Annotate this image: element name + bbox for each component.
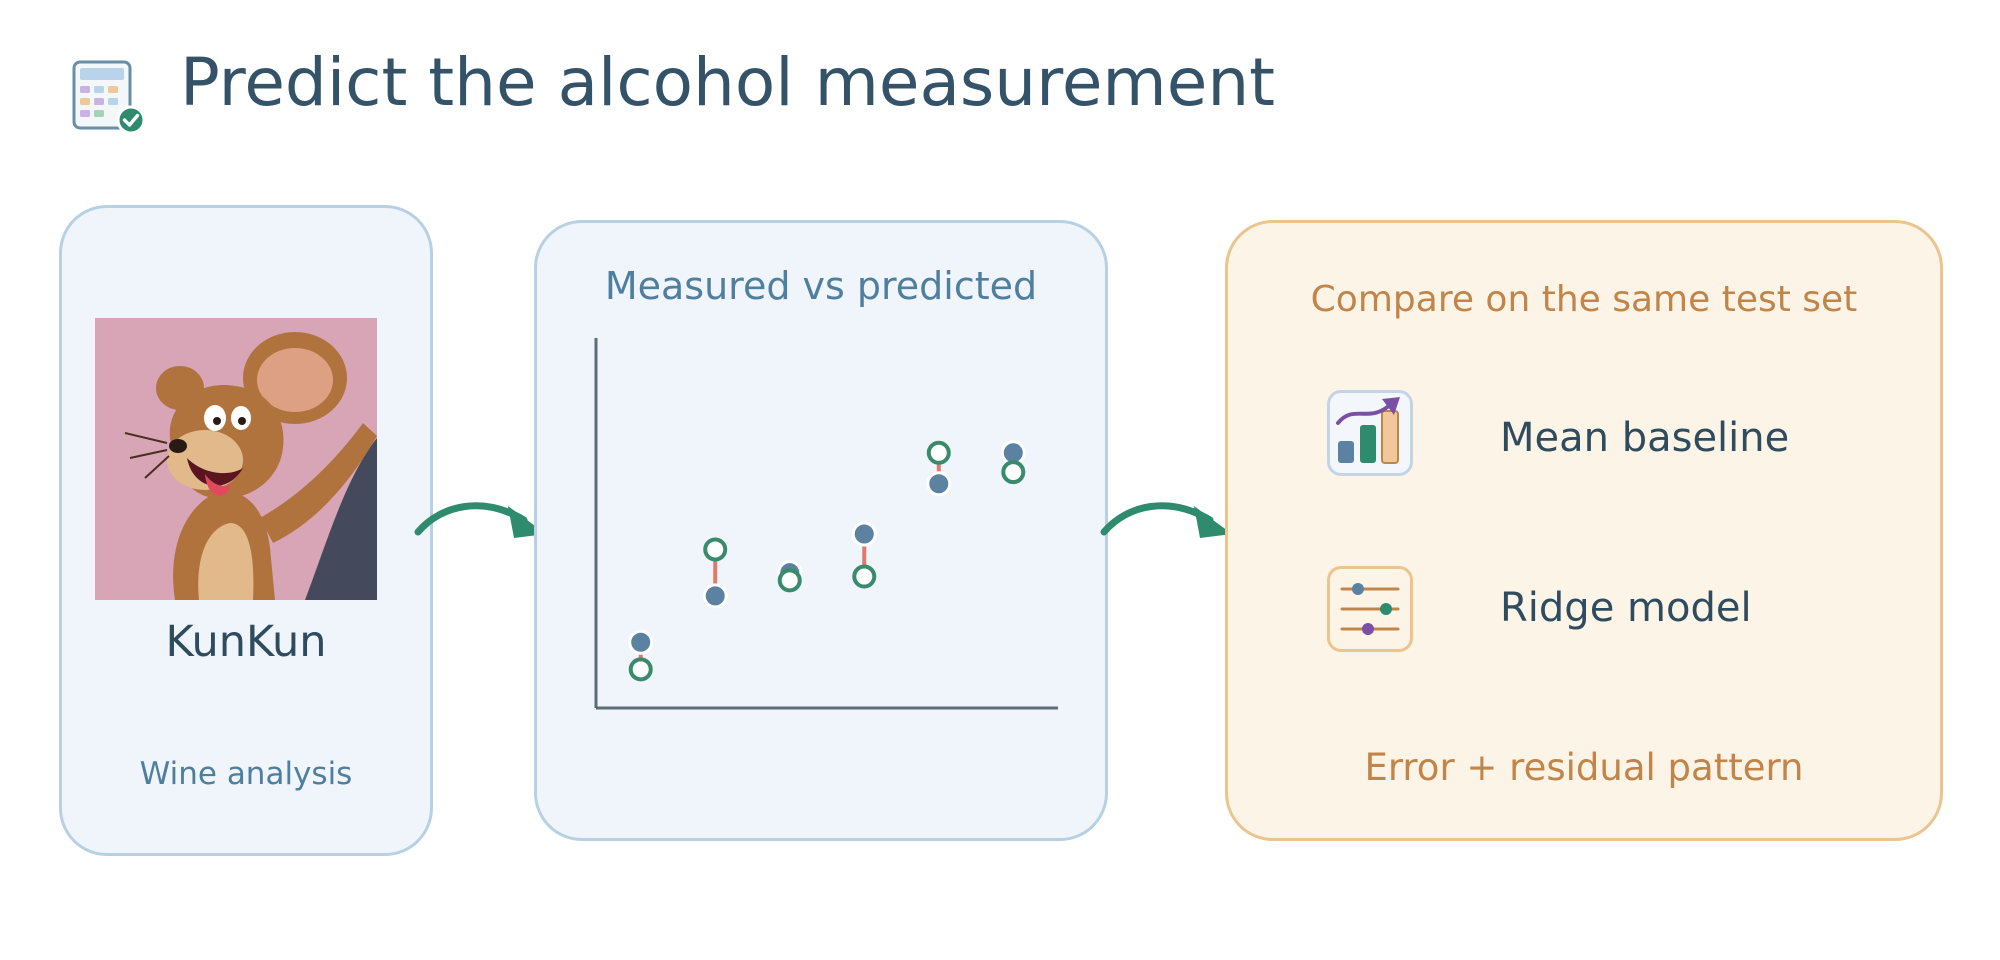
chart-title: Measured vs predicted <box>604 264 1038 308</box>
calculator-check-icon <box>70 60 150 140</box>
predicted-point <box>628 657 653 682</box>
compare-title: Compare on the same test set <box>1310 279 1858 320</box>
predicted-point <box>703 537 728 562</box>
scatter-chart <box>594 338 1058 710</box>
sliders-icon <box>1327 566 1413 652</box>
measured-point <box>628 629 654 655</box>
predicted-point <box>852 564 877 589</box>
measured-point <box>702 583 728 609</box>
chart-card <box>534 220 1108 841</box>
bar-chart-trend-icon <box>1327 390 1413 476</box>
predicted-point <box>777 568 802 593</box>
compare-footer: Error + residual pattern <box>1364 746 1804 789</box>
curved-arrow-icon <box>1098 478 1238 552</box>
curved-arrow-icon <box>412 478 552 552</box>
profile-subtitle: Wine analysis <box>139 756 353 792</box>
predicted-point <box>926 440 951 465</box>
avatar <box>95 318 377 600</box>
measured-point <box>851 521 877 547</box>
compare-card <box>1225 220 1943 841</box>
page-title: Predict the alcohol measurement <box>180 44 1276 121</box>
predicted-point <box>1001 460 1026 485</box>
profile-name: KunKun <box>165 617 327 667</box>
option-label-ridge-model: Ridge model <box>1500 585 1752 631</box>
measured-point <box>926 471 952 497</box>
option-label-mean-baseline: Mean baseline <box>1500 415 1790 461</box>
